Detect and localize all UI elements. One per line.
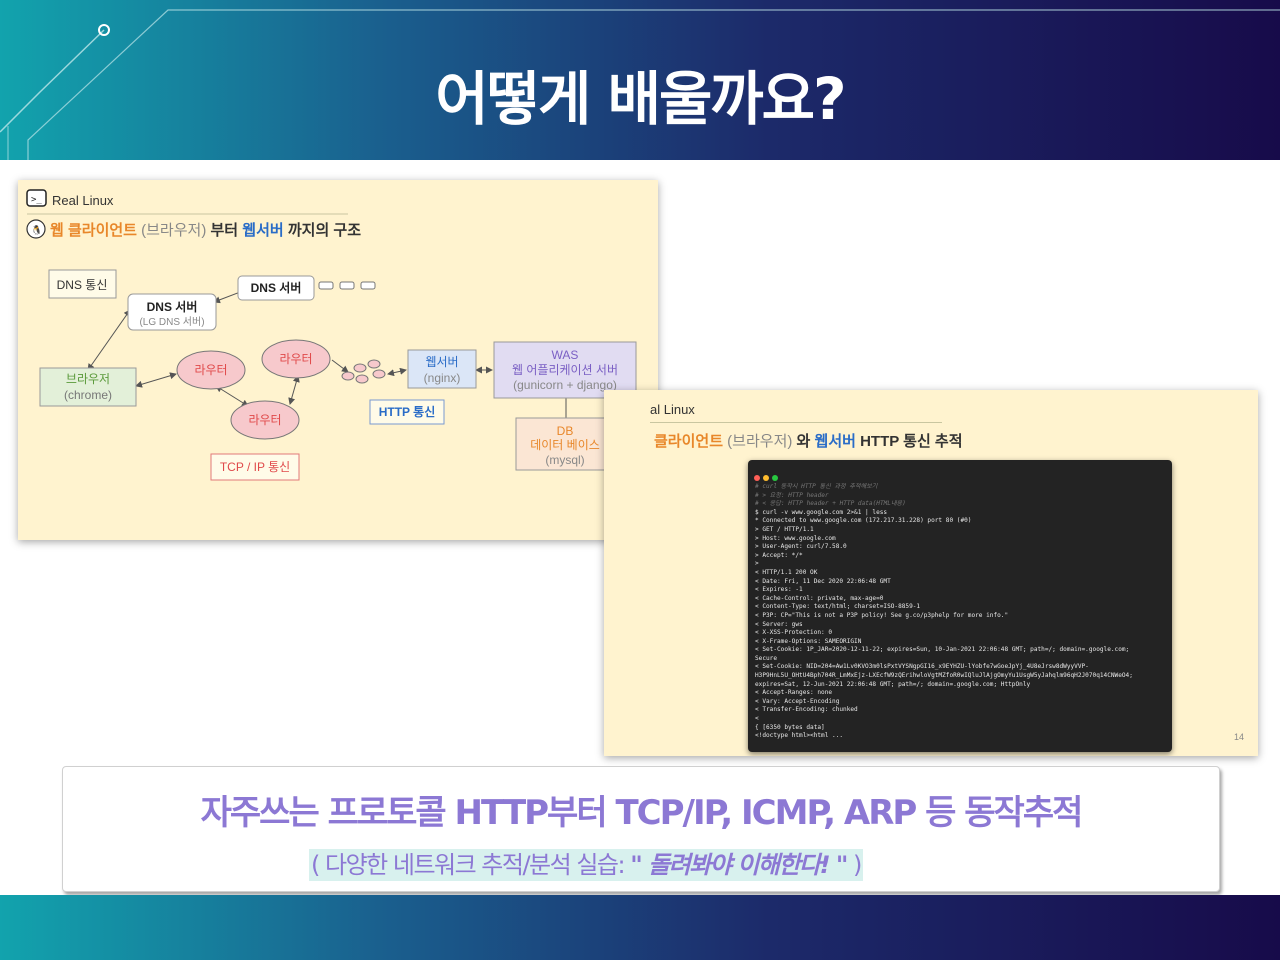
- dns-comm-node: DNS 통신: [48, 269, 117, 299]
- divider: [650, 422, 942, 423]
- slide2-brand: al Linux: [650, 402, 695, 417]
- terminal-line: < Vary: Accept-Encoding: [755, 697, 840, 705]
- terminal-line: # curl 동작시 HTTP 통신 과정 추적해보기: [755, 483, 878, 490]
- svg-text:DNS 통신: DNS 통신: [57, 278, 108, 292]
- svg-text:라우터: 라우터: [194, 363, 227, 377]
- circuit-decoration: [0, 9, 1280, 160]
- dns-server-node: DNS 서버: [237, 275, 315, 301]
- caption-sub: ( 다양한 네트워크 추적/분석 실습: " 돌려봐야 이해한다! " ): [309, 849, 863, 881]
- svg-text:라우터: 라우터: [248, 413, 281, 427]
- svg-text:TCP / IP 통신: TCP / IP 통신: [220, 460, 290, 474]
- terminal-line: H3P9HnL5U_OHtU4Bph704R_LmMxEjz-LXEcfW9zQ…: [755, 672, 1133, 680]
- maximize-dot-icon: [772, 475, 778, 481]
- slide2-heading: 클라이언트 (브라우저) 와 웹서버 HTTP 통신 추적: [654, 433, 963, 450]
- svg-text:>_: >_: [31, 195, 42, 205]
- db-node: DB 데이터 베이스 (mysql): [515, 417, 615, 471]
- terminal-line: # < 응답: HTTP header + HTTP data(HTML내용): [755, 500, 906, 508]
- slide1-heading: 웹 클라이언트 (브라우저) 부터 웹서버 까지의 구조: [50, 221, 361, 239]
- terminal-line: < P3P: CP="This is not a P3P policy! See…: [755, 611, 1009, 619]
- http-label: HTTP 통신: [369, 399, 445, 425]
- was-node: WAS 웹 어플리케이션 서버 (gunicorn + django): [493, 341, 637, 399]
- svg-text:라우터: 라우터: [279, 352, 312, 366]
- header-band: [0, 0, 1280, 160]
- terminal-window: # curl 동작시 HTTP 통신 과정 추적해보기# > 요청: HTTP …: [748, 460, 1172, 752]
- browser-node: 브라우저 (chrome): [39, 367, 137, 407]
- svg-text:(nginx): (nginx): [424, 371, 461, 385]
- svg-text:🐧: 🐧: [31, 224, 42, 236]
- terminal-line: <!doctype html><html ...: [755, 732, 844, 740]
- terminal-line: < Content-Type: text/html; charset=ISO-8…: [755, 603, 921, 611]
- close-dot-icon: [754, 475, 760, 481]
- svg-text:(LG DNS 서버): (LG DNS 서버): [139, 316, 204, 328]
- terminal-output: # curl 동작시 HTTP 통신 과정 추적해보기# > 요청: HTTP …: [755, 483, 1169, 741]
- terminal-line: < Transfer-Encoding: chunked: [755, 706, 858, 714]
- terminal-line: expires=Sat, 12-Jun-2021 22:06:48 GMT; p…: [755, 680, 1031, 688]
- caption-box: 자주쓰는 프로토콜 HTTP부터 TCP/IP, ICMP, ARP 등 동작추…: [62, 766, 1220, 892]
- penguin-icon: [26, 219, 46, 239]
- router-node: 라우터: [261, 339, 331, 379]
- slide1-brand: Real Linux: [52, 193, 114, 208]
- svg-text:DNS 서버: DNS 서버: [251, 280, 302, 295]
- terminal-line: # > 요청: HTTP header: [755, 491, 829, 499]
- svg-text:데이터 베이스: 데이터 베이스: [530, 438, 600, 452]
- terminal-line: < HTTP/1.1 200 OK: [755, 568, 818, 576]
- terminal-line: < Cache-Control: private, max-age=0: [755, 594, 884, 602]
- terminal-line: * Connected to www.google.com (172.217.3…: [755, 517, 972, 525]
- router-node: 라우터: [230, 400, 300, 440]
- terminal-line: <: [755, 715, 759, 723]
- svg-text:DNS 서버: DNS 서버: [147, 299, 198, 314]
- terminal-line: Secure: [755, 654, 778, 662]
- architecture-diagram: >_ Real Linux 🐧 웹 클라이언트 (브라우저) 부터 웹서버 까지…: [26, 189, 643, 525]
- page-title: 어떻게 배울까요?: [435, 65, 846, 133]
- svg-text:(chrome): (chrome): [64, 388, 112, 402]
- terminal-line: < X-XSS-Protection: 0: [755, 629, 833, 637]
- terminal-line: < X-Frame-Options: SAMEORIGIN: [755, 637, 862, 645]
- svg-text:HTTP 통신: HTTP 통신: [379, 404, 436, 419]
- caption-main: 자주쓰는 프로토콜 HTTP부터 TCP/IP, ICMP, ARP 등 동작추…: [200, 793, 1084, 833]
- window-controls: [754, 466, 781, 485]
- terminal-icon: [26, 189, 47, 207]
- terminal-line: < Set-Cookie: 1P_JAR=2020-12-11-22; expi…: [755, 646, 1130, 654]
- terminal-line: > GET / HTTP/1.1: [755, 525, 814, 533]
- terminal-line: >: [755, 560, 759, 568]
- terminal-line: < Accept-Ranges: none: [755, 689, 833, 697]
- minimize-dot-icon: [763, 475, 769, 481]
- terminal-line: > Host: www.google.com: [755, 534, 836, 542]
- terminal-line: < Expires: -1: [755, 586, 803, 594]
- terminal-line: < Set-Cookie: NID=204=Aw1Lv0KVO3m0lsPxtV…: [755, 663, 1089, 671]
- slide-architecture: >_ Real Linux 🐧 웹 클라이언트 (브라우저) 부터 웹서버 까지…: [18, 180, 658, 540]
- terminal-line: { [6350 bytes data]: [755, 723, 825, 731]
- svg-text:브라우저: 브라우저: [66, 372, 110, 386]
- svg-text:DB: DB: [557, 424, 574, 438]
- dns-server-lg-node: DNS 서버 (LG DNS 서버): [127, 293, 217, 331]
- svg-text:(gunicorn + django): (gunicorn + django): [513, 378, 617, 392]
- svg-text:웹 어플리케이션 서버: 웹 어플리케이션 서버: [512, 363, 618, 377]
- svg-text:(mysql): (mysql): [545, 453, 584, 467]
- footer-band: [0, 895, 1280, 960]
- svg-text:WAS: WAS: [552, 348, 579, 362]
- svg-text:웹서버: 웹서버: [425, 355, 458, 369]
- slide-http-trace: al Linux 클라이언트 (브라우저) 와 웹서버 HTTP 통신 추적 #…: [604, 390, 1258, 756]
- terminal-line: < Server: gws: [755, 620, 803, 628]
- tcpip-label: TCP / IP 통신: [210, 453, 300, 481]
- terminal-line: > User-Agent: curl/7.58.0: [755, 543, 847, 551]
- terminal-line: > Accept: */*: [755, 551, 803, 559]
- slide2-page-number: 14: [1233, 732, 1244, 742]
- terminal-line: < Date: Fri, 11 Dec 2020 22:06:48 GMT: [755, 577, 891, 585]
- webserver-node: 웹서버 (nginx): [407, 349, 477, 389]
- router-node: 라우터: [176, 350, 246, 390]
- terminal-line: $ curl -v www.google.com 2>&1 | less: [755, 508, 888, 516]
